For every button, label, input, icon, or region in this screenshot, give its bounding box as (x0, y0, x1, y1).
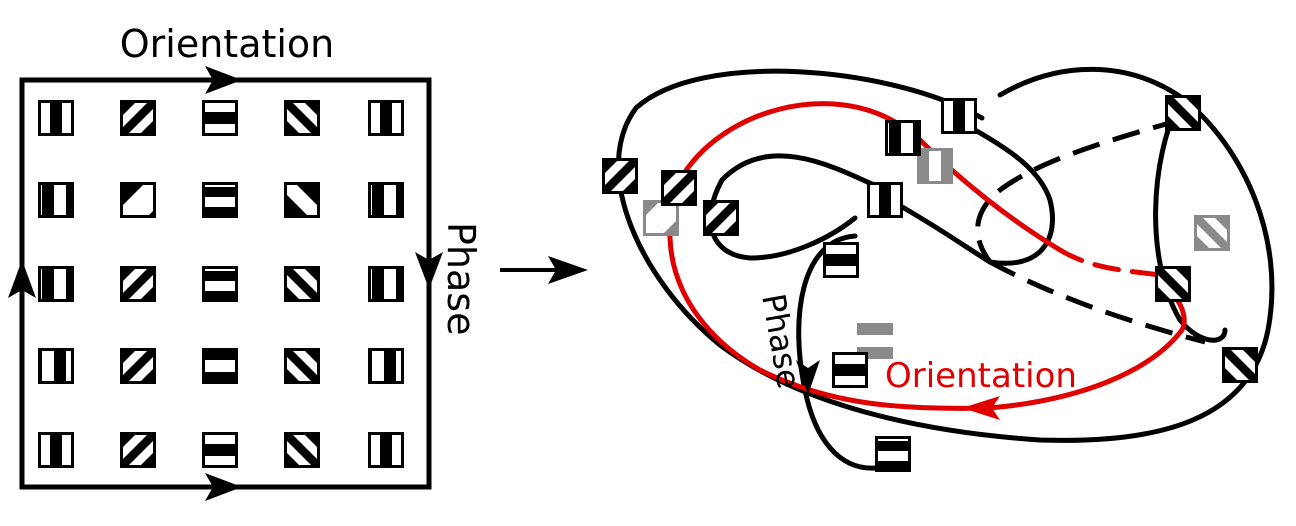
ghost-patch (915, 146, 955, 186)
grating-patch (875, 436, 911, 472)
bottom-arrow-icon (205, 473, 242, 501)
grating-patch (368, 432, 404, 468)
grid-orientation-label: Orientation (120, 22, 335, 66)
grating-patch (120, 100, 156, 136)
grating-patch (38, 100, 74, 136)
hidden-edges (975, 117, 1206, 345)
grating-patch (202, 182, 238, 218)
grating-patch (120, 182, 156, 218)
grating-patch (1165, 95, 1201, 131)
grating-patch (885, 120, 925, 156)
grating-patch (202, 348, 238, 384)
surface-orientation-label: Orientation (885, 356, 1077, 396)
grating-patch (368, 100, 404, 136)
grating-patch (284, 182, 320, 218)
grating-patch (38, 432, 74, 468)
grating-patch (368, 266, 408, 302)
grating-patch (703, 200, 739, 236)
grating-patch (30, 348, 74, 384)
grating-patch (202, 266, 238, 302)
grating-patch (120, 266, 156, 302)
grating-patch (1155, 266, 1191, 302)
grating-row-4 (30, 348, 404, 384)
grating-patch (38, 266, 78, 302)
grating-row-1 (38, 100, 404, 136)
phase-arrow-icon (796, 360, 820, 395)
grating-patch (120, 432, 156, 468)
grating-patch (202, 432, 238, 468)
ghost-patch (1194, 215, 1230, 251)
right-arrow-icon (500, 256, 588, 284)
grating-patch (823, 242, 859, 278)
grating-row-3 (38, 266, 408, 302)
grating-patch (284, 348, 320, 384)
grid-phase-label: Phase (439, 222, 483, 335)
grating-patch (368, 182, 408, 218)
top-arrow-icon (205, 66, 242, 94)
grating-patch (867, 182, 903, 218)
grating-patch (941, 98, 977, 134)
grating-patch (284, 266, 320, 302)
grating-patch (120, 348, 156, 384)
left-up-arrow-icon (8, 260, 36, 298)
grating-row-2 (38, 182, 408, 218)
grating-patch (602, 158, 638, 194)
right-down-arrow-icon (415, 252, 443, 289)
grating-patch (1222, 347, 1258, 383)
grating-patch (360, 348, 404, 384)
orientation-arrow-icon (962, 396, 1000, 420)
grating-patch (284, 432, 320, 468)
grating-patch (38, 182, 78, 218)
grating-patch (202, 100, 238, 136)
grating-patch (284, 100, 320, 136)
grating-row-5 (38, 432, 404, 468)
grating-patch (832, 352, 868, 388)
grating-patch (661, 170, 697, 206)
